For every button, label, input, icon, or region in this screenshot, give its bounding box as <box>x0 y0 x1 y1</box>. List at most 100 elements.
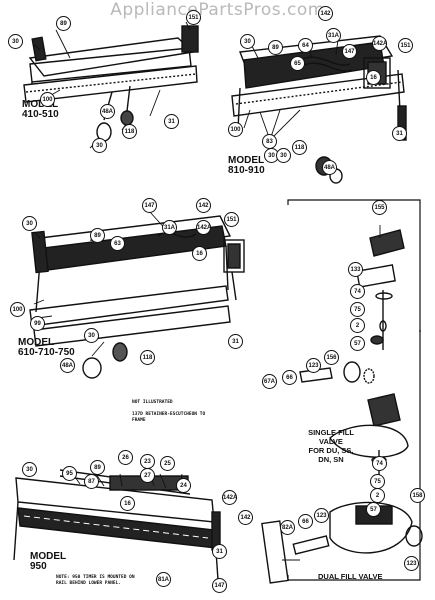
model-numbers: 810-910 <box>228 165 265 176</box>
part-callout: 23 <box>140 454 155 469</box>
single-fill-line: SINGLE FILL <box>308 428 354 437</box>
part-callout: 30 <box>264 148 279 163</box>
part-callout: 83 <box>262 134 277 149</box>
part-callout: 81A <box>156 572 171 587</box>
part-callout: 2 <box>370 488 385 503</box>
part-callout: 66 <box>282 370 297 385</box>
timer-810-910 <box>363 57 391 89</box>
part-callout: 30 <box>240 34 255 49</box>
watermark: AppliancePartsPros.com <box>110 0 325 20</box>
part-callout: 24 <box>176 478 191 493</box>
part-callout: 82A <box>280 520 295 535</box>
single-fill-line: VALVE <box>319 437 343 446</box>
model-label-610-710-750: MODEL 610-710-750 <box>18 338 75 358</box>
part-callout: 89 <box>90 460 105 475</box>
part-callout: 147 <box>212 578 227 593</box>
part-callout: 27 <box>140 468 155 483</box>
seal-single <box>370 335 384 345</box>
part-callout: 2 <box>350 318 365 333</box>
part-callout: 118 <box>292 140 307 155</box>
part-callout: 89 <box>90 228 105 243</box>
part-callout: 31 <box>392 126 407 141</box>
part-callout: 31A <box>162 220 177 235</box>
timer-950-note: NOTE: 950 TIMER IS MOUNTED ON RAIL BEHIN… <box>56 575 135 586</box>
part-callout: 89 <box>56 16 71 31</box>
part-callout: 31 <box>228 334 243 349</box>
panel-410-510-group <box>23 25 199 142</box>
retainer-escutcheon-note: 137D RETAINER-ESCUTCHEON TO FRAME <box>132 412 206 423</box>
part-callout: 100 <box>40 92 55 107</box>
lower-rail-810-910 <box>231 73 405 117</box>
part-callout: 48A <box>100 104 115 119</box>
part-callout: 63 <box>110 236 125 251</box>
part-callout: 16 <box>192 246 207 261</box>
single-fill-line: FOR DU, SS, <box>308 446 354 455</box>
part-callout: 89 <box>268 40 283 55</box>
wire-harness-610 <box>157 232 197 238</box>
model-label-810-910: MODEL 810-910 <box>228 156 265 176</box>
part-callout: 48A <box>60 358 75 373</box>
part-callout: 142A <box>372 36 387 51</box>
part-callout: 16 <box>366 70 381 85</box>
part-callout: 133 <box>348 262 363 277</box>
model-numbers: 950 <box>30 561 47 572</box>
part-callout: 151 <box>398 38 413 53</box>
wire-harness-810-910 <box>299 56 351 66</box>
dial-410-510 <box>120 110 134 126</box>
part-callout: 158 <box>410 488 425 503</box>
part-callout: 67A <box>262 374 277 389</box>
part-callout: 147 <box>342 44 357 59</box>
part-callout: 31A <box>326 28 341 43</box>
part-callout: 64 <box>298 38 313 53</box>
part-callout: 66 <box>298 514 313 529</box>
model-numbers: 410-510 <box>22 109 59 120</box>
part-callout: 30 <box>22 216 37 231</box>
timer-block-410-510 <box>181 25 199 53</box>
panel-610-710-750-group <box>29 215 245 379</box>
timer-610 <box>223 239 245 273</box>
part-callout: 147 <box>142 198 157 213</box>
part-callout: 142A <box>196 220 211 235</box>
part-callout: 25 <box>160 456 175 471</box>
part-callout: 30 <box>8 34 23 49</box>
lower-rail-610 <box>29 285 229 327</box>
model-label-950: MODEL 950 <box>30 552 66 572</box>
knob-610 <box>82 357 102 379</box>
part-callout: 26 <box>118 450 133 465</box>
part-callout: 100 <box>228 122 243 137</box>
part-callout: 16 <box>120 496 135 511</box>
dial-610 <box>112 342 128 362</box>
part-callout: 75 <box>350 302 365 317</box>
solenoid-coil-dual <box>367 393 401 427</box>
part-callout: 31 <box>212 544 227 559</box>
part-callout: 30 <box>22 462 37 477</box>
part-callout: 100 <box>10 302 25 317</box>
solenoid-coil <box>369 229 405 257</box>
part-callout: 123 <box>314 508 329 523</box>
part-callout: 118 <box>140 350 155 365</box>
dual-fill-valve-label: DUAL FILL VALVE <box>318 572 383 581</box>
part-callout: 155 <box>372 200 387 215</box>
part-callout: 30 <box>84 328 99 343</box>
part-callout: 48A <box>322 160 337 175</box>
part-callout: 142 <box>196 198 211 213</box>
bracket-left-610 <box>31 230 49 274</box>
part-callout: 142 <box>318 6 333 21</box>
part-callout: 151 <box>224 212 239 227</box>
part-callout: 65 <box>290 56 305 71</box>
model-title: MODEL <box>18 337 55 348</box>
fill-valve-group <box>261 199 423 584</box>
model-title: MODEL <box>30 551 67 562</box>
model-numbers: 610-710-750 <box>18 347 75 358</box>
lower-rail-410-510 <box>23 65 198 103</box>
part-callout: 123 <box>404 556 419 571</box>
part-callout: 74 <box>350 284 365 299</box>
part-callout: 95 <box>62 466 77 481</box>
part-callout: 74 <box>372 456 387 471</box>
model-title: MODEL <box>22 99 59 110</box>
part-callout: 57 <box>350 336 365 351</box>
part-callout: 75 <box>370 474 385 489</box>
inlet-bracket <box>261 520 289 584</box>
